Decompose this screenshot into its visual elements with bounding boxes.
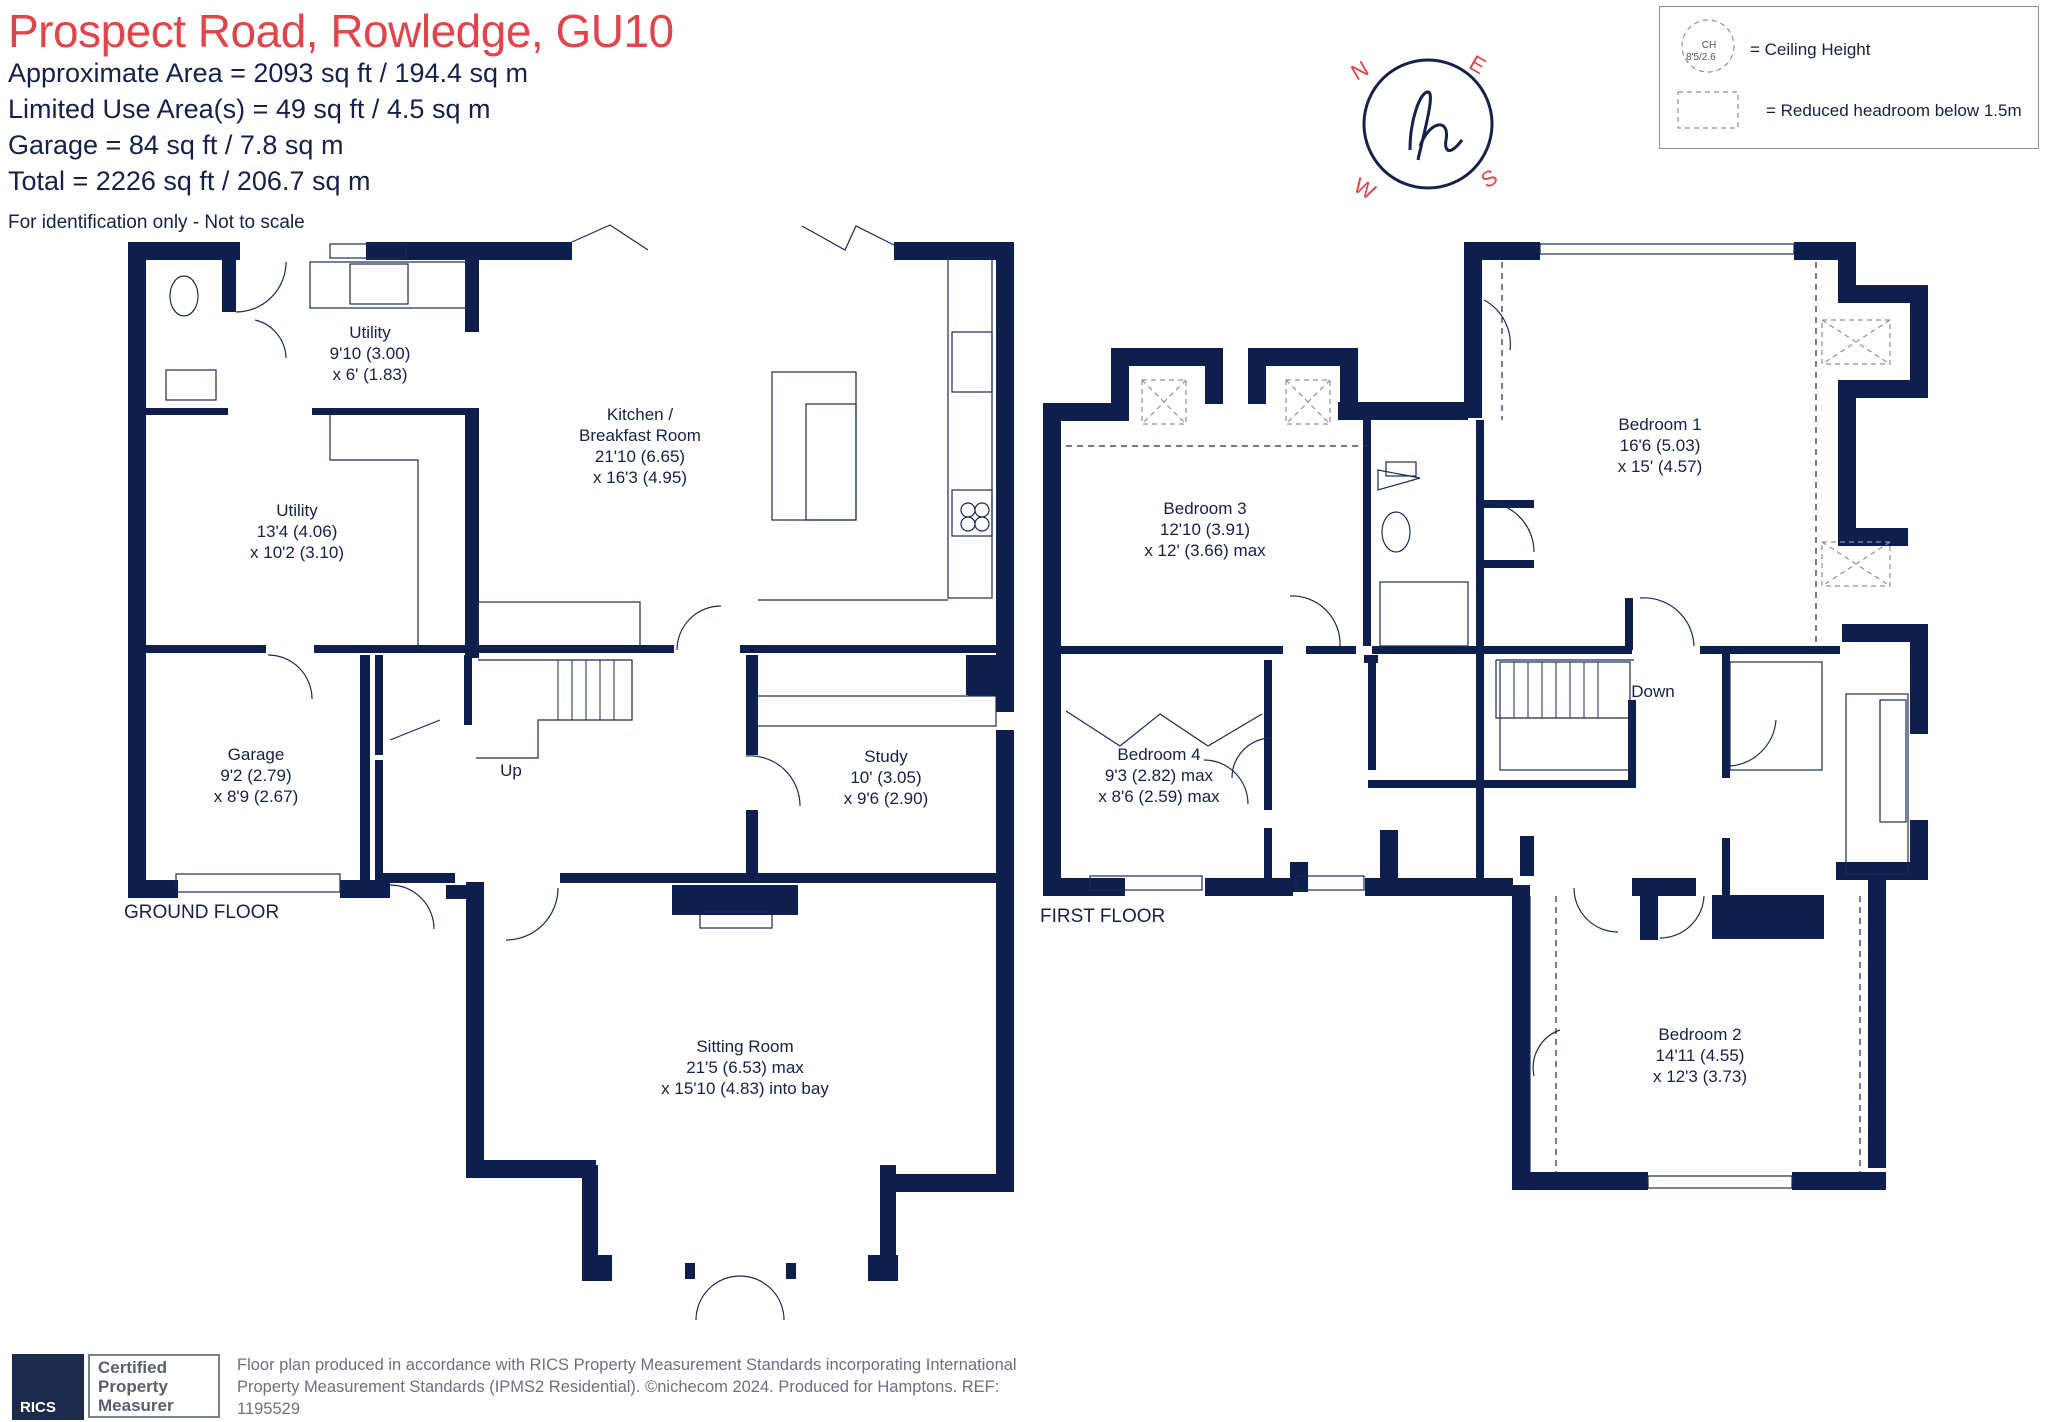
property-title: Prospect Road, Rowledge, GU10 [8, 5, 674, 57]
legend: CH 8'5/2.6 = Ceiling Height = Reduced he… [1659, 6, 2039, 149]
reduced-headroom-label: = Reduced headroom below 1.5m [1766, 101, 2022, 120]
stairs-down-label: Down [1631, 682, 1675, 701]
rics-logo-icon: RICS [12, 1354, 84, 1420]
room-utility-mid: Utility 13'4 (4.06) x 10'2 (3.10) [250, 501, 344, 562]
total-area: Total = 2226 sq ft / 206.7 sq m [8, 166, 371, 196]
compass-rose [1362, 58, 1494, 190]
approximate-area: Approximate Area = 2093 sq ft / 194.4 sq… [8, 58, 529, 88]
rics-badge: RICS Certified Property Measurer [12, 1354, 222, 1420]
footer-text: Floor plan produced in accordance with R… [237, 1356, 1017, 1418]
room-garage: Garage 9'2 (2.79) x 8'9 (2.67) [213, 745, 299, 806]
room-utility-top: Utility 9'10 (3.00) x 6' (1.83) [329, 323, 411, 384]
first-floor-walls [1043, 242, 1928, 1190]
room-kitchen: Kitchen / Breakfast Room 21'10 (6.65) x … [579, 405, 701, 487]
room-bedroom1: Bedroom 1 16'6 (5.03) x 15' (4.57) [1617, 415, 1703, 476]
ground-floor-label: GROUND FLOOR [124, 902, 280, 923]
ground-floor-walls [128, 242, 1014, 1281]
room-sitting: Sitting Room 21'5 (6.53) max x 15'10 (4.… [661, 1037, 829, 1098]
first-floor-label: FIRST FLOOR [1040, 906, 1166, 927]
room-study: Study 10' (3.05) x 9'6 (2.90) [843, 747, 929, 808]
ceiling-height-label: = Ceiling Height [1750, 40, 1871, 59]
scale-note: For identification only - Not to scale [8, 212, 305, 233]
ground-floor-fixtures [165, 224, 997, 1321]
room-bedroom4: Bedroom 4 9'3 (2.82) max x 8'6 (2.59) ma… [1098, 745, 1220, 806]
garage-area: Garage = 84 sq ft / 7.8 sq m [8, 130, 344, 160]
stairs [557, 660, 1599, 720]
stairs-up-label: Up [500, 761, 522, 780]
limited-use-area: Limited Use Area(s) = 49 sq ft / 4.5 sq … [8, 94, 491, 124]
ch-symbol-top: CH [1701, 40, 1717, 51]
reduced-headroom-markers [1141, 19, 1891, 587]
first-floor-fixtures [1065, 243, 1909, 1189]
room-bedroom3: Bedroom 3 12'10 (3.91) x 12' (3.66) max [1144, 499, 1266, 560]
ch-symbol-bottom: 8'5/2.6 [1686, 52, 1716, 63]
room-bedroom2: Bedroom 2 14'11 (4.55) x 12'3 (3.73) [1653, 1025, 1747, 1086]
